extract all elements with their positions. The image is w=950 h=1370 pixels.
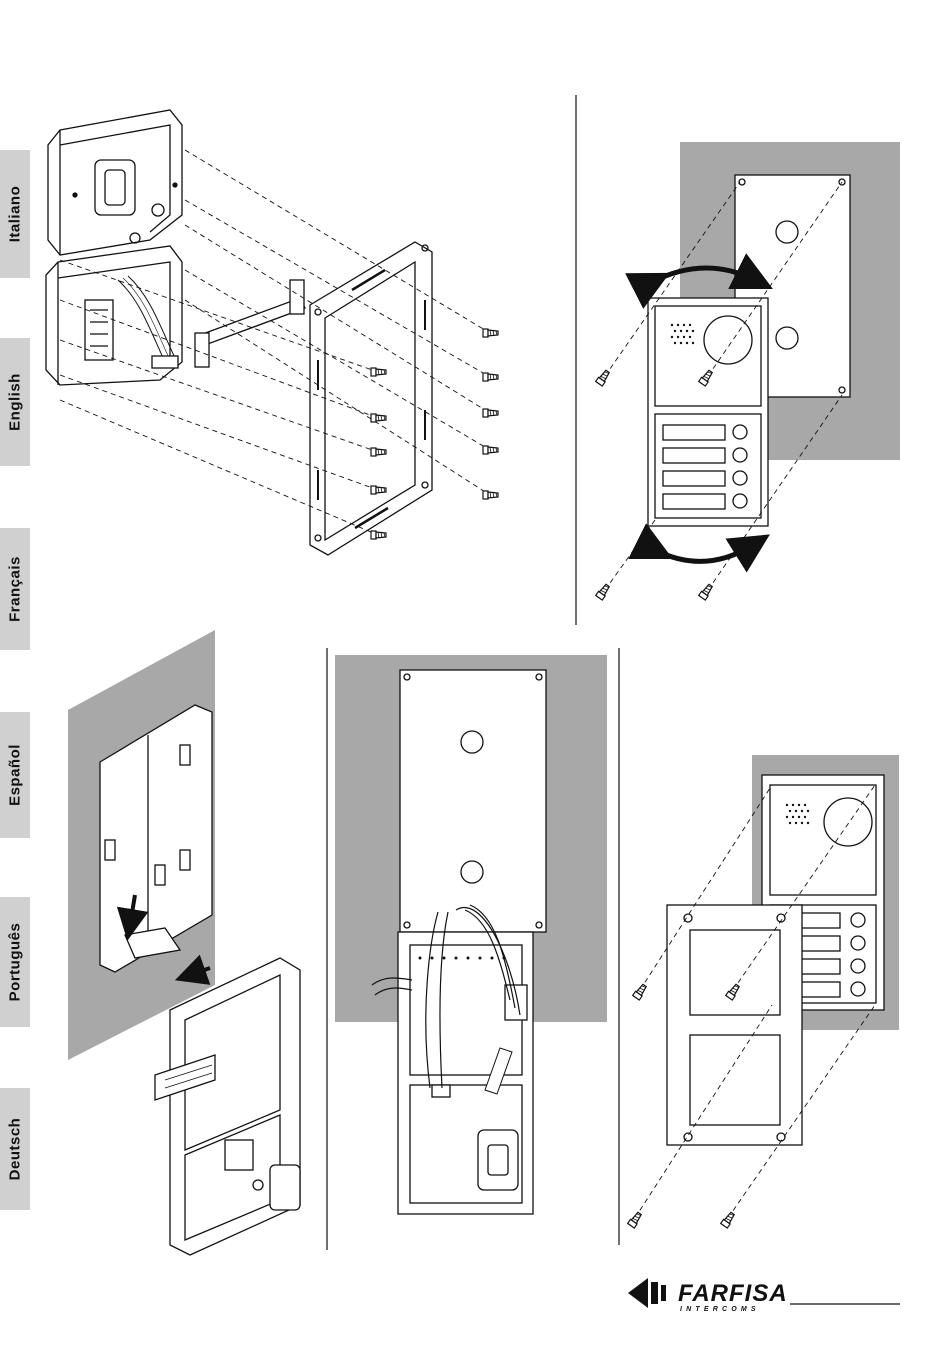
diagram-wiring xyxy=(335,655,607,1214)
brand-name: FARFISA xyxy=(678,1280,788,1308)
diagram-backbox-insertion xyxy=(68,630,300,1255)
diagram-cover-fitting xyxy=(628,755,899,1228)
brand-tagline: INTERCOMS xyxy=(680,1306,760,1313)
diagram-panel-hinge xyxy=(596,142,900,600)
rotate-arrow-icon xyxy=(655,545,753,561)
